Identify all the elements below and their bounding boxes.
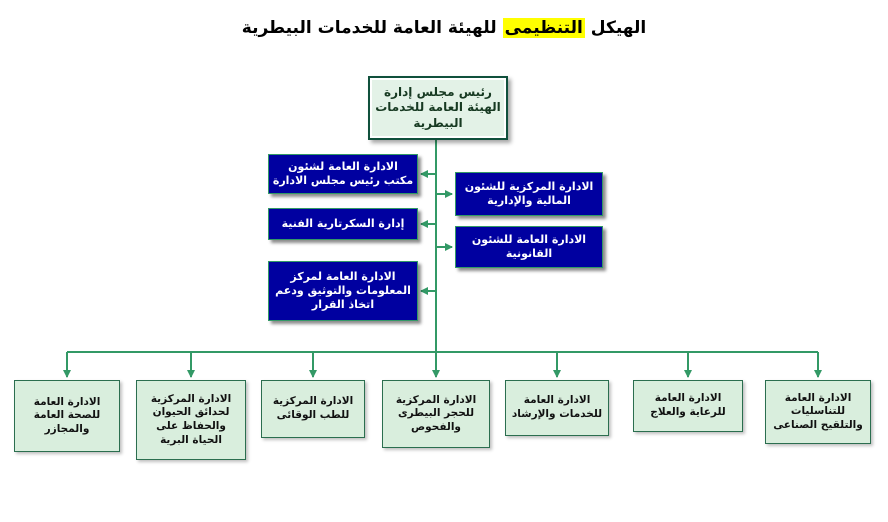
title-text-highlight: التنظيمى [502, 18, 585, 38]
node-veterinary-quarantine-examinations: الادارة المركزية للحجر البيطرى والفحوص [382, 380, 490, 448]
title-text-post: للهيئة العامة للخدمات البيطرية [241, 18, 497, 38]
node-financial-administrative-affairs: الادارة المركزية للشئون المالية والإداري… [455, 172, 603, 216]
node-preventive-medicine: الادارة المركزية للطب الوقائى [261, 380, 365, 438]
node-zoos-wildlife-conservation: الادارة المركزية لحدائق الحيوان والحفاظ … [136, 380, 246, 460]
node-board-chairman: رئيس مجلس إدارة الهيئة العامة للخدمات ال… [368, 76, 508, 140]
node-care-treatment: الادارة العامة للرعاية والعلاج [633, 380, 743, 432]
chart-title: الهيكل التنظيمى للهيئة العامة للخدمات ال… [0, 18, 888, 38]
node-reproduction-artificial-insemination: الادارة العامة للتناسليات والتلقيح الصنا… [765, 380, 871, 444]
node-services-extension: الادارة العامة للخدمات والإرشاد [505, 380, 609, 436]
node-chairman-office-affairs: الادارة العامة لشئون مكتب رئيس مجلس الاد… [268, 154, 418, 194]
node-technical-secretariat: إدارة السكرتارية الفنية [268, 208, 418, 240]
title-text-pre: الهيكل [590, 18, 647, 38]
node-public-health-slaughterhouses: الادارة العامة للصحة العامة والمجازر [14, 380, 120, 452]
node-information-documentation-center: الادارة العامة لمركز المعلومات والتوثيق … [268, 261, 418, 321]
node-legal-affairs: الادارة العامة للشئون القانونية [455, 226, 603, 268]
